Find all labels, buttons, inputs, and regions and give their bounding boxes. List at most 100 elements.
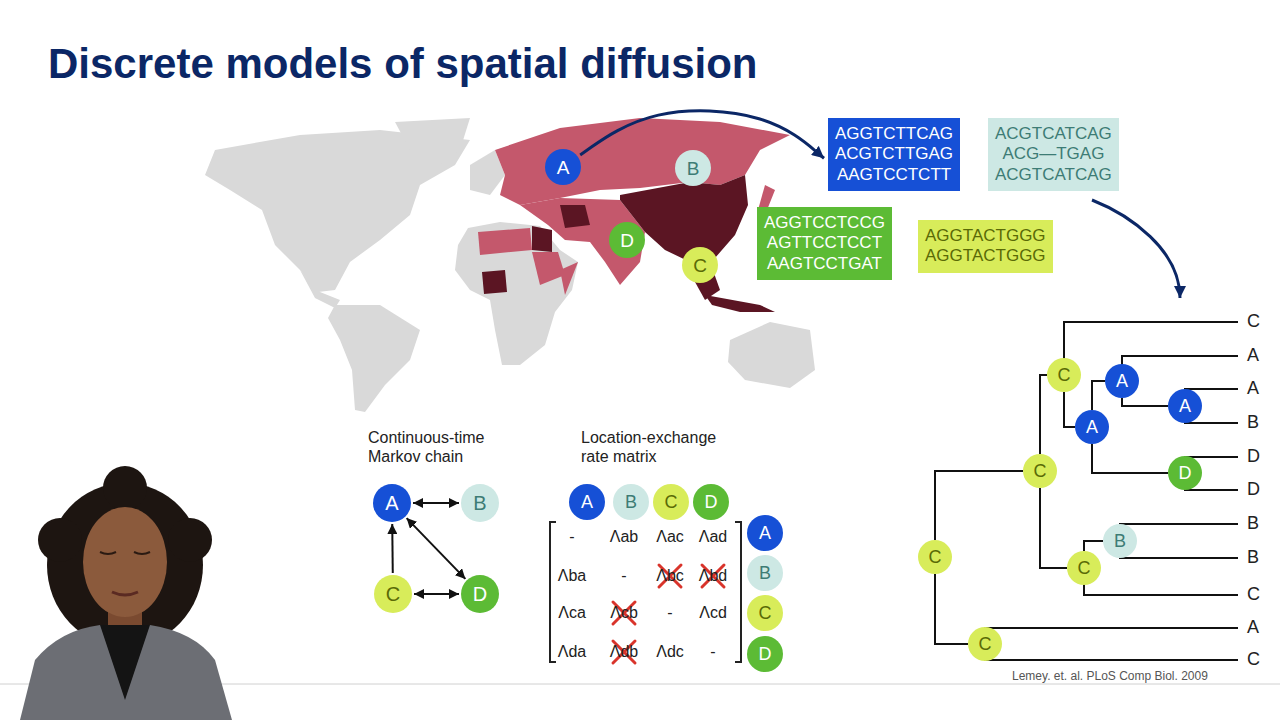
location-circle: D <box>1168 456 1202 490</box>
presenter-mouth <box>112 592 138 595</box>
tree-branch <box>1040 375 1047 454</box>
matrix-cell: Λba <box>558 566 586 585</box>
location-circle: C <box>1047 358 1081 392</box>
location-letter: D <box>473 584 487 604</box>
location-circle: D <box>747 636 783 672</box>
map-region <box>482 270 507 294</box>
presenter-blazer <box>20 625 232 720</box>
tip-branch <box>1064 322 1238 375</box>
matrix-bracket <box>550 522 556 662</box>
location-circle: C <box>1023 454 1057 488</box>
location-letter: D <box>1179 464 1192 482</box>
tip-label: C <box>1247 649 1260 671</box>
location-letter: C <box>1078 559 1091 577</box>
matrix-cell: - <box>667 603 672 622</box>
map-region <box>705 295 775 312</box>
location-letter: D <box>620 231 634 250</box>
location-circle: C <box>682 247 718 283</box>
tree-branch <box>1040 488 1067 568</box>
world-map <box>205 118 815 412</box>
presenter-hair <box>168 518 212 562</box>
sequence-box: AGGTCTTCAG ACGTCTTGAG AAGTCCTCTT <box>828 118 960 191</box>
tip-branch <box>1122 356 1238 381</box>
presenter-eyes <box>100 552 150 554</box>
location-letter: A <box>557 158 570 177</box>
sequence-box: AGGTACTGGG AGGTACTGGG <box>918 220 1053 273</box>
map-landmass <box>300 270 340 308</box>
presenter-hair <box>47 483 203 647</box>
tree-branch <box>1092 444 1168 473</box>
location-letter: C <box>929 548 942 566</box>
location-letter: A <box>759 524 771 542</box>
tip-branch <box>985 628 1238 644</box>
matrix-cell: Λdb <box>610 642 638 661</box>
location-letter: B <box>473 493 486 513</box>
location-letter: C <box>1058 366 1071 384</box>
location-letter: C <box>1034 462 1047 480</box>
matrix-cell: - <box>710 642 715 661</box>
location-circle: C <box>374 575 412 613</box>
tip-label: A <box>1247 617 1259 639</box>
tip-label: D <box>1247 479 1260 501</box>
matrix-cell: - <box>569 527 574 546</box>
tip-label: D <box>1247 446 1260 468</box>
matrix-cell: Λca <box>558 603 586 622</box>
location-circle: A <box>545 149 581 185</box>
tip-branch <box>1120 524 1238 541</box>
location-circle: B <box>747 555 783 591</box>
citation: Lemey. et. al. PLoS Comp Biol. 2009 <box>1012 669 1208 683</box>
location-circle: B <box>613 484 649 520</box>
location-letter: B <box>687 159 700 178</box>
map-region <box>560 262 578 295</box>
location-letter: C <box>979 635 992 653</box>
location-circle: C <box>1067 551 1101 585</box>
location-letter: B <box>1114 532 1126 550</box>
matrix-cell: Λac <box>656 527 684 546</box>
tip-label: C <box>1247 584 1260 606</box>
map-landmass <box>455 222 578 365</box>
tip-label: B <box>1247 513 1259 535</box>
matrix-cell: Λad <box>699 527 727 546</box>
sequence-text: AGGTCCTCCG AGTTCCTCCT AAGTCCTGAT <box>764 213 885 274</box>
location-letter: B <box>625 493 637 511</box>
sequence-text: AGGTCTTCAG ACGTCTTGAG AAGTCCTCTT <box>835 124 953 185</box>
tree-tip-branches <box>985 322 1238 660</box>
tip-branch <box>985 644 1238 660</box>
slide-title: Discrete models of spatial diffusion <box>48 40 757 88</box>
map-landmass <box>328 305 420 412</box>
location-circle: A <box>1105 364 1139 398</box>
map-region <box>478 228 532 255</box>
tree-branch <box>1084 541 1103 551</box>
flow-arrow <box>1092 200 1180 298</box>
map-landmass <box>728 322 815 388</box>
presenter-hair <box>103 466 147 510</box>
matrix-cell: Λcb <box>610 603 638 622</box>
location-circle: C <box>747 595 783 631</box>
map-region <box>560 205 590 228</box>
location-circle: A <box>1168 389 1202 423</box>
sequence-box: AGGTCCTCCG AGTTCCTCCT AAGTCCTGAT <box>757 207 892 280</box>
tip-label: B <box>1247 412 1259 434</box>
location-circle: B <box>461 484 499 522</box>
tree-branch <box>1064 392 1075 427</box>
tip-label: C <box>1247 311 1260 333</box>
location-letter: A <box>581 493 593 511</box>
transition-arrow <box>580 111 824 158</box>
transition-arrow <box>407 518 466 579</box>
location-letter: C <box>759 604 772 622</box>
location-letter: A <box>385 493 398 513</box>
sequence-text: AGGTACTGGG AGGTACTGGG <box>925 226 1046 267</box>
location-circle: A <box>747 515 783 551</box>
matrix-cell: Λcd <box>699 603 727 622</box>
location-letter: A <box>1086 418 1098 436</box>
presenter-top <box>100 625 150 700</box>
location-circle: D <box>461 575 499 613</box>
presenter <box>20 466 232 720</box>
location-circle: A <box>569 484 605 520</box>
location-circle: C <box>968 627 1002 661</box>
location-letter: C <box>693 256 707 275</box>
presenter-face <box>83 507 167 617</box>
location-letter: A <box>1179 397 1191 415</box>
